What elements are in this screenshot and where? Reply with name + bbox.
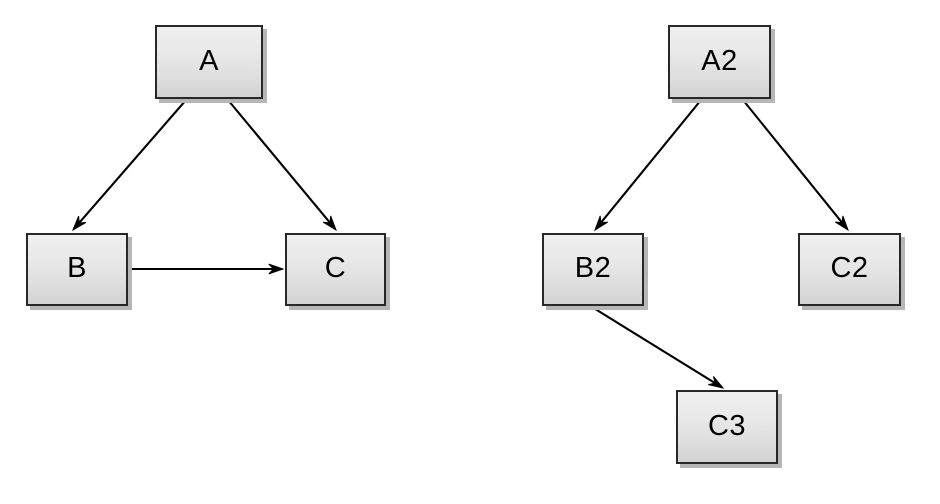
edge-b-to-c xyxy=(129,263,285,275)
node-label: A2 xyxy=(701,44,738,77)
edge-line xyxy=(595,99,702,230)
node-c[interactable]: C xyxy=(285,233,386,306)
arrowhead-icon xyxy=(322,215,337,232)
edge-a-to-c xyxy=(227,99,337,232)
edge-a2-to-c2 xyxy=(742,99,849,232)
edge-line xyxy=(742,99,848,230)
node-a[interactable]: A xyxy=(155,25,263,99)
edge-line xyxy=(591,306,723,389)
node-a2[interactable]: A2 xyxy=(668,25,771,99)
node-label: C2 xyxy=(830,252,869,284)
edge-line xyxy=(227,99,336,230)
edge-a2-to-b2 xyxy=(594,99,702,232)
edge-line xyxy=(73,99,187,230)
node-c3[interactable]: C3 xyxy=(676,390,778,464)
node-label: B xyxy=(67,252,87,284)
edge-a-to-b xyxy=(71,99,187,232)
arrowhead-icon xyxy=(594,215,608,232)
node-label: B2 xyxy=(574,252,612,284)
edge-b2-to-c3 xyxy=(591,306,725,389)
node-label: C3 xyxy=(707,409,747,442)
arrowhead-icon xyxy=(71,215,87,232)
node-b[interactable]: B xyxy=(26,233,128,306)
arrowhead-icon xyxy=(708,376,725,389)
arrowhead-icon xyxy=(835,215,849,232)
arrowhead-icon xyxy=(268,263,285,275)
node-b2[interactable]: B2 xyxy=(542,233,644,306)
node-c2[interactable]: C2 xyxy=(798,233,901,306)
node-label: C xyxy=(324,252,347,284)
node-label: A xyxy=(199,44,219,77)
